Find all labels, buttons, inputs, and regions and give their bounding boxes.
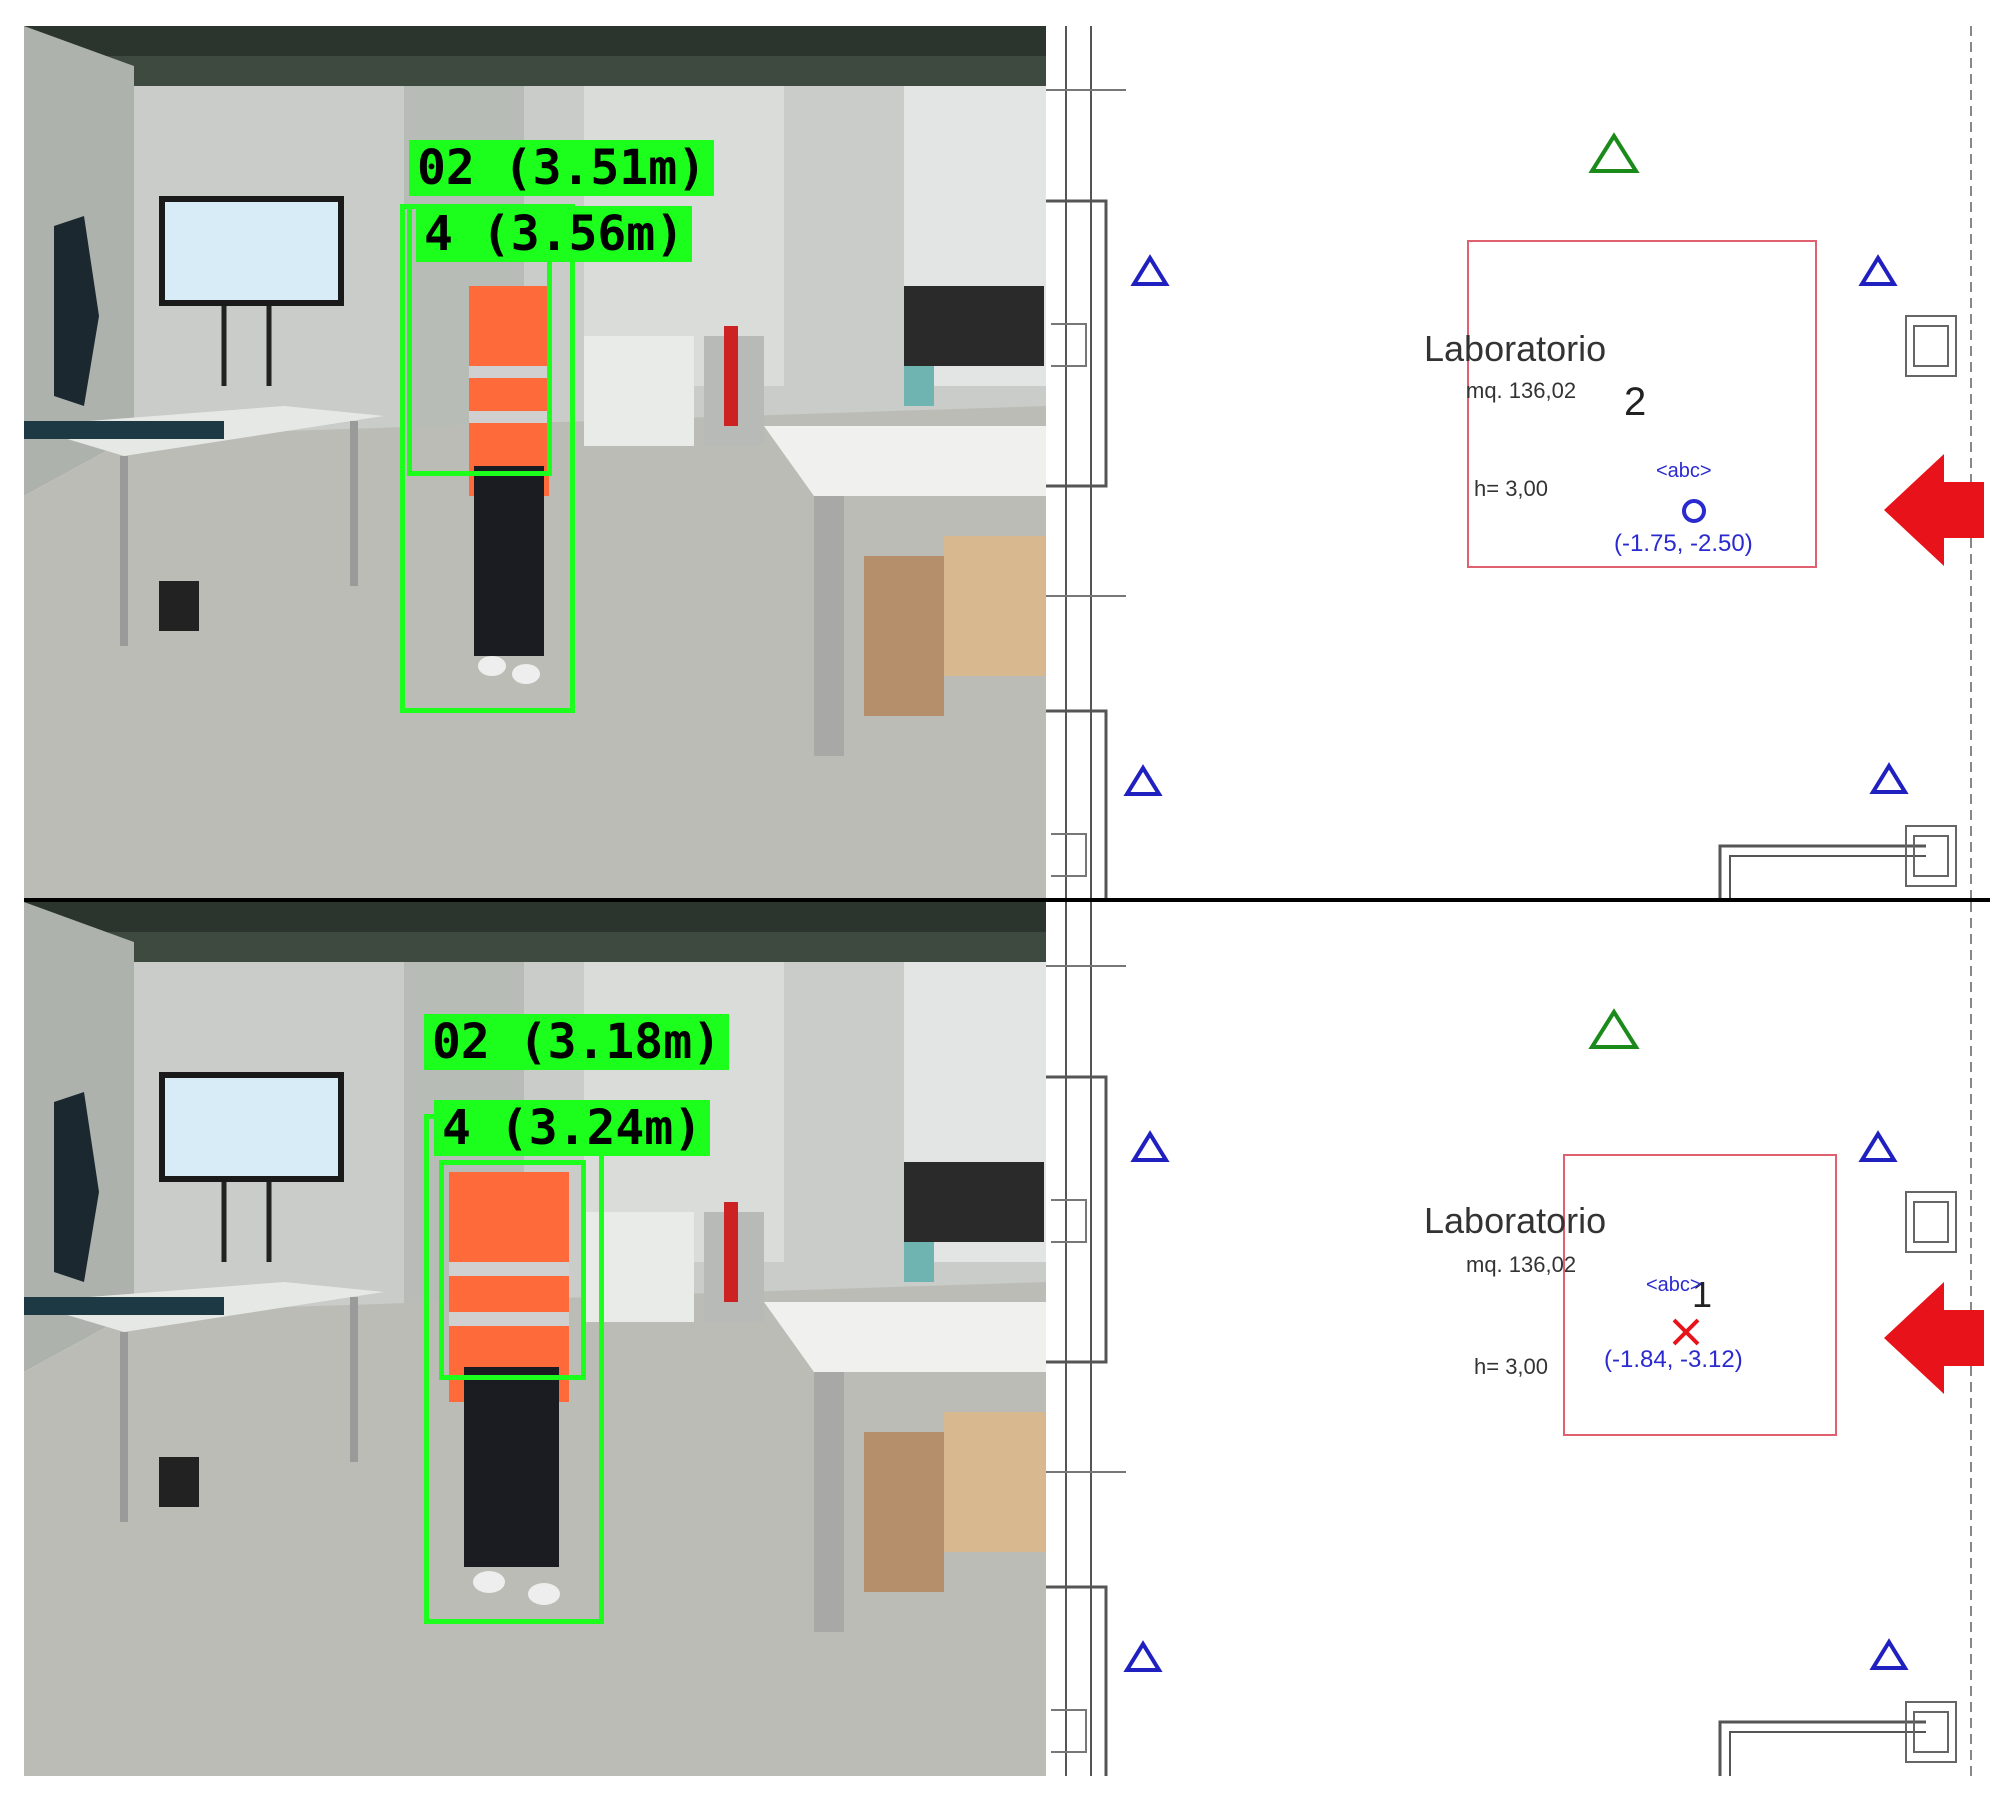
room-area-bottom: mq. 136,02 — [1466, 1252, 1577, 1277]
indicator-arrow-top — [1884, 454, 1984, 566]
detection-label-02: 02 (3.18m) — [424, 1014, 729, 1070]
room-height-top: h= 3,00 — [1474, 476, 1549, 501]
floor-plan-top: Laboratorio mq. 136,02 2 h= 3,00 <abc> (… — [1046, 26, 1990, 900]
detection-box-outer — [424, 1114, 604, 1624]
floor-plan-drawing-bottom — [1046, 902, 1984, 1776]
detection-label-4: 4 (3.56m) — [416, 206, 693, 262]
tag-coords-top: (-1.75, -2.50) — [1614, 530, 1753, 557]
tag-label-bottom: <abc> — [1646, 1274, 1702, 1296]
floor-plan-bottom: Laboratorio mq. 136,02 1 h= 3,00 <abc> (… — [1046, 902, 1990, 1776]
room-number-bottom: 1 — [1692, 1274, 1713, 1315]
detection-box-outer — [400, 204, 575, 713]
room-name-bottom: Laboratorio — [1424, 1200, 1607, 1241]
tag-label-top: <abc> — [1656, 460, 1712, 482]
indicator-arrow-bottom — [1884, 1282, 1984, 1394]
floor-plan-drawing-top — [1046, 26, 1984, 900]
camera-view-bottom: 02 (3.18m) 4 (3.24m) — [24, 902, 1046, 1776]
room-name-top: Laboratorio — [1424, 328, 1607, 369]
detection-label-02: 02 (3.51m) — [409, 140, 714, 196]
room-area-top: mq. 136,02 — [1466, 378, 1577, 403]
room-number-top: 2 — [1624, 380, 1647, 424]
detection-box-inner — [439, 1160, 586, 1380]
detection-label-4: 4 (3.24m) — [434, 1100, 711, 1156]
camera-view-top: 02 (3.51m) 4 (3.56m) — [24, 26, 1046, 900]
room-height-bottom: h= 3,00 — [1474, 1354, 1549, 1379]
tag-coords-bottom: (-1.84, -3.12) — [1604, 1346, 1743, 1373]
